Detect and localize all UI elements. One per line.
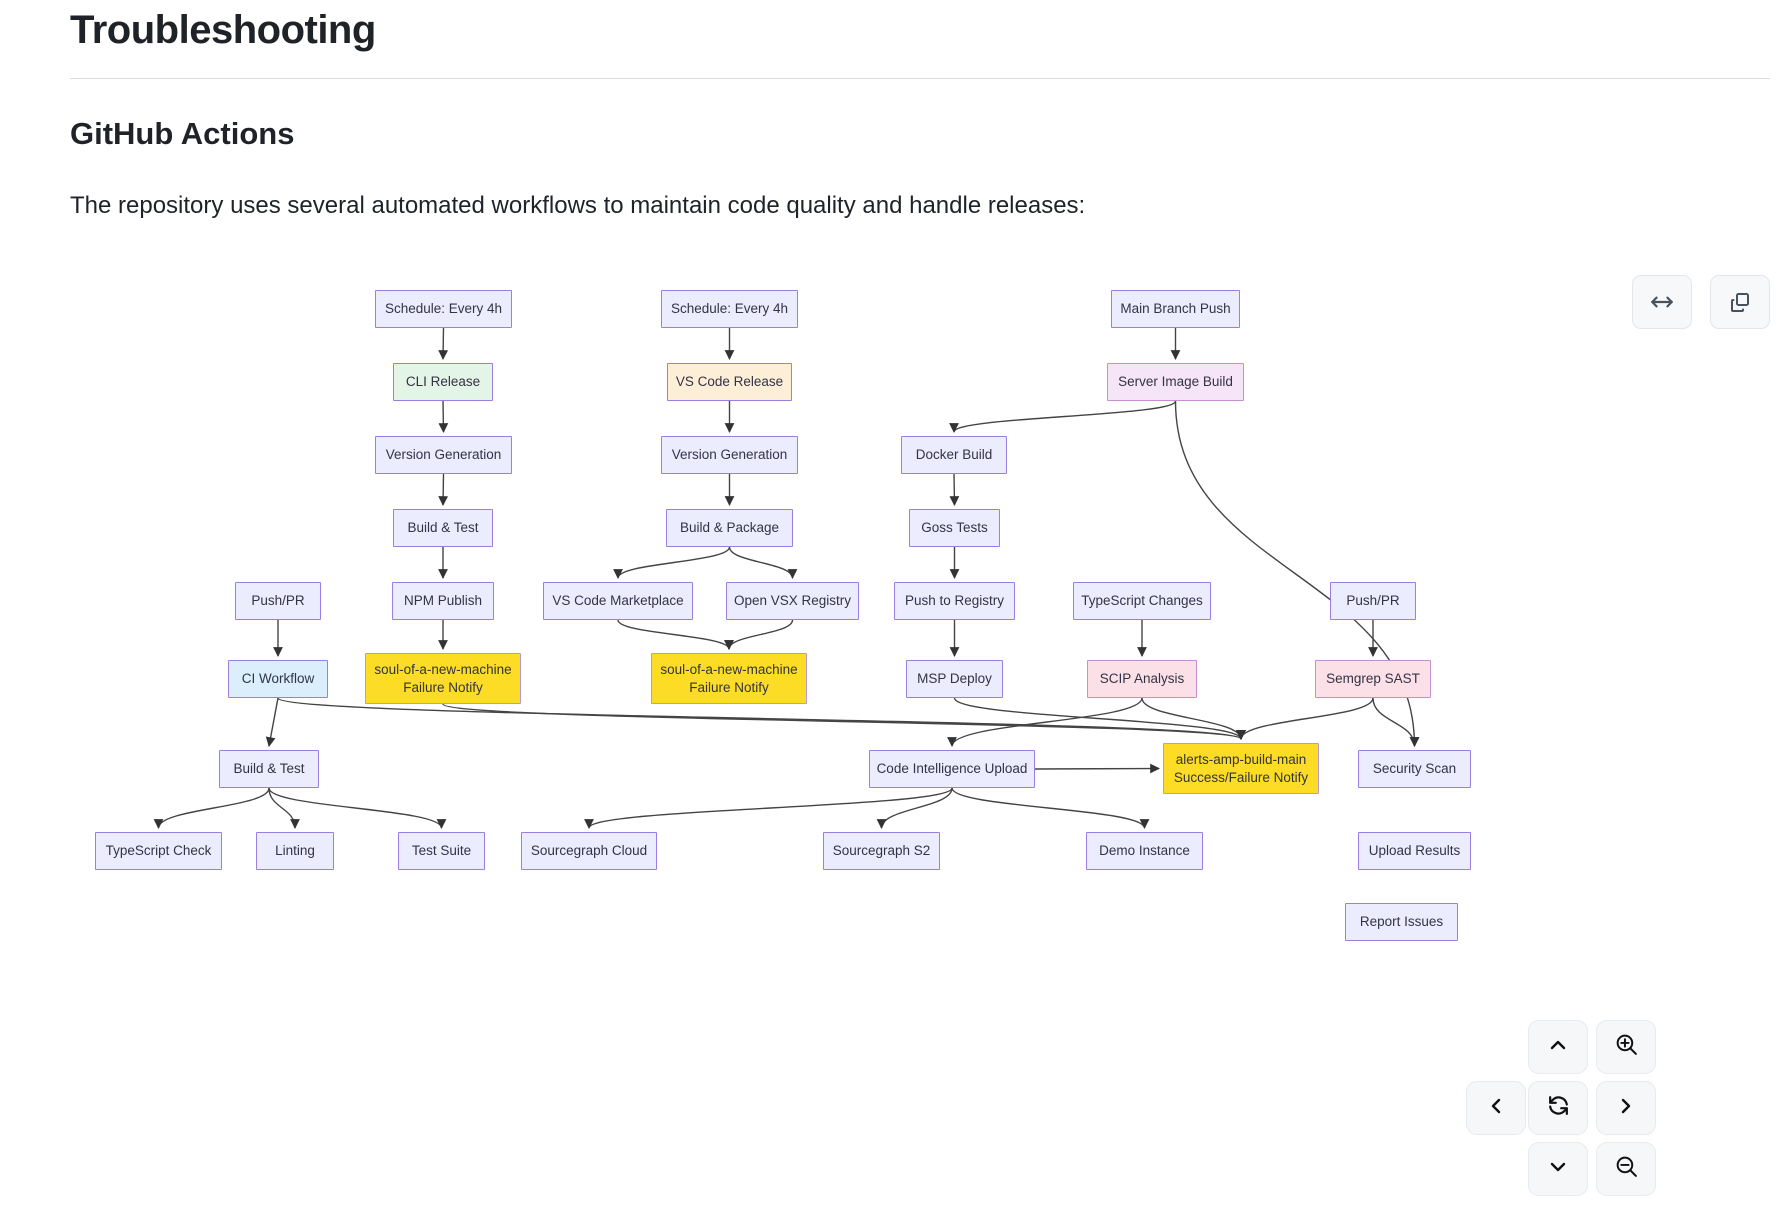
edge-notify1-to-alerts — [442, 703, 1246, 740]
diagram-node-goss[interactable]: Goss Tests — [909, 509, 1000, 547]
edge-ciu-to-sgc — [584, 787, 953, 829]
edge-ciu-to-demo — [951, 787, 1150, 829]
edge-ci-to-bt2 — [265, 697, 279, 747]
edge-ciu-to-sgs2 — [876, 787, 953, 829]
diagram-node-hidden2[interactable]: Report Issues — [1345, 903, 1458, 941]
diagram-node-ver1[interactable]: Version Generation — [375, 436, 512, 474]
edge-cli-to-ver1 — [438, 400, 449, 433]
diagram-navigation-pad[interactable] — [1466, 1020, 1768, 1210]
chevron-right-icon — [1614, 1094, 1638, 1123]
diagram-node-push1[interactable]: Push/PR — [1330, 582, 1416, 620]
diagram-node-ciu[interactable]: Code Intelligence Upload — [869, 750, 1035, 788]
edge-sched1-to-cli — [438, 327, 449, 360]
diagram-node-sgc[interactable]: Sourcegraph Cloud — [521, 832, 657, 870]
diagram-node-lint[interactable]: Linting — [256, 832, 334, 870]
diagram-edges — [153, 327, 1420, 829]
diagram-node-notify2[interactable]: soul-of-a-new-machine Failure Notify — [651, 653, 807, 704]
diagram-node-notify1[interactable]: soul-of-a-new-machine Failure Notify — [365, 653, 521, 704]
edge-msp-to-alerts — [953, 697, 1246, 740]
diagram-node-push0[interactable]: Push/PR — [235, 582, 321, 620]
edge-bp-to-vsm — [613, 546, 731, 579]
section-title: GitHub Actions — [70, 116, 295, 151]
diagram-node-ptr[interactable]: Push to Registry — [894, 582, 1015, 620]
reset-view-button[interactable] — [1528, 1081, 1588, 1135]
diagram-node-npm[interactable]: NPM Publish — [392, 582, 494, 620]
chevron-down-icon — [1546, 1155, 1570, 1184]
expand-horizontal-icon — [1649, 289, 1675, 315]
edge-sib-to-docker — [949, 400, 1177, 433]
zoom-in-button[interactable] — [1596, 1020, 1656, 1074]
edge-semgrep-to-secscan — [1372, 697, 1420, 747]
diagram-node-bp[interactable]: Build & Package — [666, 509, 793, 547]
edge-vsm-to-notify2 — [617, 619, 734, 650]
edge-ciu-to-alerts — [1034, 763, 1160, 774]
section-intro-text: The repository uses several automated wo… — [70, 192, 1086, 219]
diagram-node-ci[interactable]: CI Workflow — [228, 660, 328, 698]
title-divider — [70, 78, 1770, 79]
diagram-node-tests[interactable]: Test Suite — [398, 832, 485, 870]
diagram-node-sched1[interactable]: Schedule: Every 4h — [375, 290, 512, 328]
diagram-node-tsc[interactable]: TypeScript Check — [95, 832, 222, 870]
edge-bp-to-ovsx — [728, 546, 798, 579]
diagram-node-semgrep[interactable]: Semgrep SAST — [1315, 660, 1431, 698]
edge-scip-to-alerts — [1141, 697, 1246, 740]
edge-ovsx-to-notify2 — [724, 619, 794, 650]
diagram-node-docker[interactable]: Docker Build — [901, 436, 1007, 474]
zoom-in-icon — [1614, 1032, 1639, 1062]
diagram-node-secscan[interactable]: Security Scan — [1358, 750, 1471, 788]
diagram-node-scip[interactable]: SCIP Analysis — [1087, 660, 1197, 698]
edge-ver1-to-bt1 — [438, 473, 449, 506]
diagram-node-demo[interactable]: Demo Instance — [1086, 832, 1203, 870]
diagram-node-alerts[interactable]: alerts-amp-build-main Success/Failure No… — [1163, 743, 1319, 794]
page-title: Troubleshooting — [70, 8, 376, 52]
diagram-node-ver2[interactable]: Version Generation — [661, 436, 798, 474]
zoom-out-icon — [1614, 1154, 1639, 1184]
pan-up-button[interactable] — [1528, 1020, 1588, 1074]
reset-icon — [1546, 1093, 1571, 1123]
diagram-node-bt1[interactable]: Build & Test — [393, 509, 493, 547]
diagram-node-vsc[interactable]: VS Code Release — [667, 363, 792, 401]
edge-bt2-to-lint — [268, 787, 300, 829]
edge-bt2-to-tsc — [153, 787, 270, 829]
edge-bt2-to-tests — [268, 787, 447, 829]
pan-down-button[interactable] — [1528, 1142, 1588, 1196]
diagram-node-hidden1[interactable]: Upload Results — [1358, 832, 1471, 870]
diagram-node-vsm[interactable]: VS Code Marketplace — [543, 582, 693, 620]
pan-left-button[interactable] — [1466, 1081, 1526, 1135]
diagram-node-cli[interactable]: CLI Release — [393, 363, 493, 401]
diagram-node-ovsx[interactable]: Open VSX Registry — [726, 582, 859, 620]
zoom-out-button[interactable] — [1596, 1142, 1656, 1196]
edge-scip-to-ciu — [947, 697, 1143, 747]
diagram-node-mbp[interactable]: Main Branch Push — [1111, 290, 1240, 328]
chevron-left-icon — [1484, 1094, 1508, 1123]
pan-right-button[interactable] — [1596, 1081, 1656, 1135]
copy-button[interactable] — [1710, 275, 1770, 329]
edge-docker-to-goss — [949, 473, 960, 506]
troubleshooting-page: Troubleshooting GitHub Actions The repos… — [0, 8, 1792, 1196]
diagram-node-sched2[interactable]: Schedule: Every 4h — [661, 290, 798, 328]
copy-icon — [1728, 290, 1752, 314]
diagram-node-tsch[interactable]: TypeScript Changes — [1073, 582, 1211, 620]
diagram-node-msp[interactable]: MSP Deploy — [906, 660, 1003, 698]
edge-semgrep-to-alerts — [1236, 697, 1374, 740]
diagram-toolbar[interactable] — [1632, 275, 1770, 329]
chevron-up-icon — [1546, 1033, 1570, 1062]
diagram-node-bt2[interactable]: Build & Test — [219, 750, 319, 788]
expand-horizontal-button[interactable] — [1632, 275, 1692, 329]
diagram-node-sgs2[interactable]: Sourcegraph S2 — [823, 832, 940, 870]
diagram-node-sib[interactable]: Server Image Build — [1107, 363, 1244, 401]
